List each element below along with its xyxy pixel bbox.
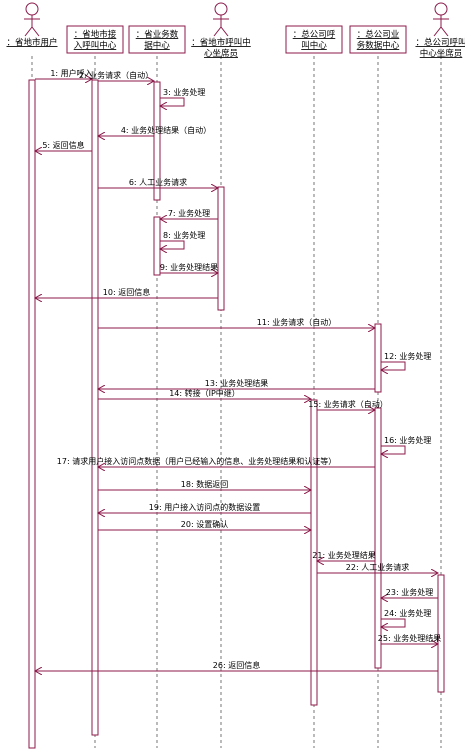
- message-5: 5: 返回信息: [35, 140, 92, 151]
- participant-box: [285, 25, 343, 54]
- message-20: 20: 设置确认: [98, 519, 311, 530]
- message-label: 11: 业务请求（自动）: [257, 317, 336, 327]
- actor-head-icon: [214, 2, 228, 16]
- message-label: 16: 业务处理: [384, 435, 431, 445]
- message-6: 6: 人工业务请求: [98, 177, 218, 188]
- message-label: 25: 业务处理结果: [378, 633, 441, 643]
- message-8: 8: 业务处理: [160, 230, 205, 249]
- message-label: 24: 业务处理: [384, 608, 431, 618]
- participant-label: ：省地市用户: [6, 37, 57, 48]
- participant-label: ：省地市呼叫中: [191, 37, 251, 48]
- self-message-arrow: [381, 618, 406, 627]
- participant-label: 务数据中心: [357, 40, 400, 51]
- message-label: 1: 用户呼入: [50, 68, 92, 78]
- message-14: 14: 转接（IP中继）: [98, 388, 311, 399]
- message-label: 14: 转接（IP中继）: [169, 388, 240, 398]
- participant-box: [128, 25, 186, 54]
- message-25: 25: 业务处理结果: [378, 633, 441, 644]
- message-13: 13: 业务处理结果: [98, 378, 375, 389]
- message-15: 15: 业务请求（自动）: [308, 399, 388, 410]
- message-1: 1: 用户呼入: [35, 68, 93, 79]
- message-label: 9: 业务处理结果: [160, 262, 218, 272]
- message-label: 18: 数据返回: [181, 479, 228, 489]
- message-24: 24: 业务处理: [381, 608, 431, 627]
- actor-body-icon: [213, 15, 229, 37]
- message-label: 2: 业务请求（自动）: [79, 70, 153, 80]
- participant-label: 中心坐席员: [420, 48, 463, 59]
- self-message-arrow: [160, 97, 185, 106]
- activation-p4: [217, 186, 225, 311]
- message-label: 21: 业务处理结果: [312, 550, 375, 560]
- participant-label: 心坐席员: [204, 48, 238, 59]
- self-message-arrow: [160, 240, 185, 249]
- message-label: 7: 业务处理: [168, 208, 210, 218]
- activation-p3: [153, 81, 161, 201]
- message-label: 8: 业务处理: [163, 230, 205, 240]
- actor-body-icon: [433, 15, 449, 37]
- message-10: 10: 返回信息: [35, 287, 218, 298]
- participant-box: [349, 25, 407, 54]
- activation-p2: [91, 79, 99, 736]
- message-23: 23: 业务处理: [381, 587, 438, 598]
- participant-label: ：总公司呼叫: [415, 37, 465, 48]
- participant-label: 叫中心: [301, 40, 327, 51]
- participant-label: 入呼叫中心: [74, 40, 117, 51]
- message-label: 17: 请求用户接入访问点数据（用户已经输入的信息、业务处理结果和认证等）: [57, 456, 336, 466]
- activation-p1: [28, 79, 36, 749]
- message-label: 19: 用户接入访问点的数据设置: [149, 502, 260, 512]
- participant-box: [66, 25, 124, 54]
- participant-label: ：省业务数: [136, 29, 179, 40]
- participant-label: ：总公司呼: [293, 29, 336, 40]
- activation-p6: [374, 323, 382, 393]
- message-label: 10: 返回信息: [103, 287, 150, 297]
- message-label: 23: 业务处理: [386, 587, 433, 597]
- self-message-arrow: [381, 361, 406, 370]
- message-4: 4: 业务处理结果（自动）: [98, 125, 211, 136]
- message-7: 7: 业务处理: [160, 208, 218, 219]
- actor-head-icon: [25, 2, 39, 16]
- message-26: 26: 返回信息: [35, 660, 438, 671]
- self-message-arrow: [381, 445, 406, 454]
- message-11: 11: 业务请求（自动）: [98, 317, 375, 328]
- message-12: 12: 业务处理: [381, 351, 431, 370]
- participant-label: ：省地市接: [74, 29, 117, 40]
- message-2: 2: 业务请求（自动）: [79, 70, 154, 81]
- message-label: 26: 返回信息: [213, 660, 260, 670]
- message-label: 22: 人工业务请求: [346, 562, 409, 572]
- message-label: 15: 业务请求（自动）: [308, 399, 387, 409]
- participant-label: 据中心: [144, 40, 170, 51]
- message-3: 3: 业务处理: [160, 87, 205, 106]
- message-22: 22: 人工业务请求: [317, 562, 438, 573]
- message-label: 5: 返回信息: [42, 140, 84, 150]
- actor-head-icon: [434, 2, 448, 16]
- activation-p5: [310, 399, 318, 706]
- message-label: 20: 设置确认: [181, 519, 228, 529]
- message-label: 3: 业务处理: [163, 87, 205, 97]
- message-label: 6: 人工业务请求: [129, 177, 187, 187]
- message-label: 13: 业务处理结果: [205, 378, 268, 388]
- participant-label: ：总公司业: [357, 29, 400, 40]
- activation-p6: [374, 407, 382, 669]
- message-9: 9: 业务处理结果: [160, 262, 218, 273]
- activation-p7: [437, 574, 445, 693]
- message-19: 19: 用户接入访问点的数据设置: [98, 502, 311, 513]
- message-21: 21: 业务处理结果: [312, 550, 376, 561]
- message-label: 12: 业务处理: [384, 351, 431, 361]
- actor-body-icon: [24, 15, 40, 37]
- message-label: 4: 业务处理结果（自动）: [121, 125, 211, 135]
- message-17: 17: 请求用户接入访问点数据（用户已经输入的信息、业务处理结果和认证等）: [57, 456, 375, 467]
- participant-p1: ：省地市用户: [6, 2, 58, 48]
- message-18: 18: 数据返回: [98, 479, 311, 490]
- message-16: 16: 业务处理: [381, 435, 431, 454]
